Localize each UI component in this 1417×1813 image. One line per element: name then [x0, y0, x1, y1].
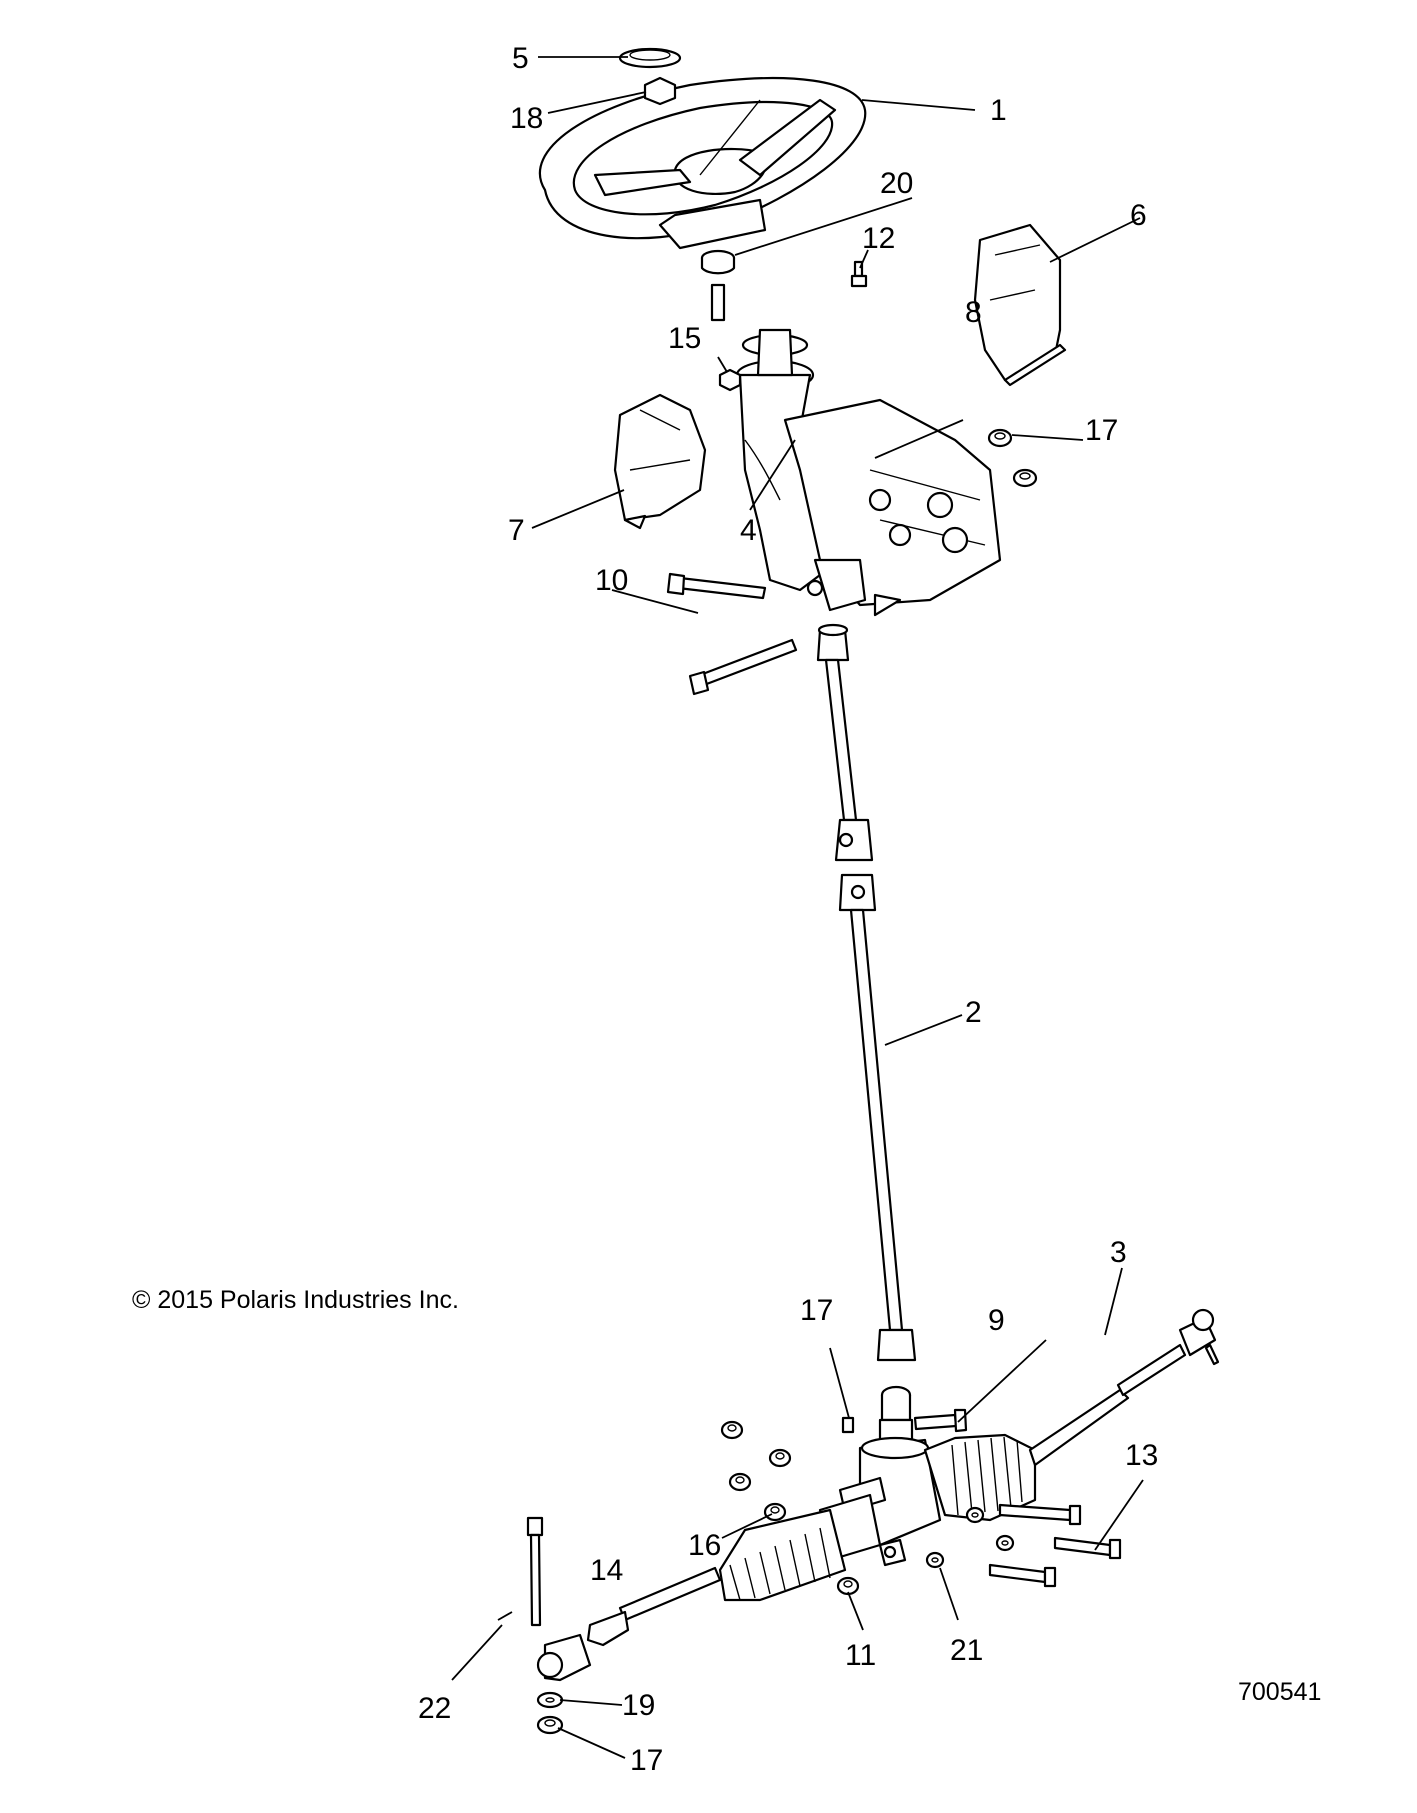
callout-17-upper: 17 [1085, 414, 1118, 447]
steering-wheel [538, 77, 867, 250]
callout-9: 9 [988, 1304, 1005, 1337]
washer-20 [536, 1691, 564, 1709]
callout-3: 3 [1110, 1236, 1127, 1269]
callout-5: 5 [512, 42, 529, 75]
callout-6: 6 [1130, 199, 1147, 232]
callout-4: 4 [740, 514, 757, 547]
bolts-13 [988, 1503, 1122, 1588]
steering-rack [536, 1308, 1220, 1682]
callout-16: 16 [688, 1529, 721, 1562]
callout-18: 17 [800, 1294, 833, 1327]
column-bushing [700, 249, 736, 275]
callout-12: 12 [862, 222, 895, 255]
steering-column [710, 283, 1002, 617]
bolt-9 [913, 1408, 968, 1433]
bolt-12 [850, 260, 868, 288]
tie-rod-bolt [526, 1516, 544, 1627]
leader-lines [451, 56, 1144, 1759]
callout-7: 7 [508, 514, 525, 547]
callout-23: 22 [418, 1692, 451, 1725]
cotter-pin-23 [497, 1611, 513, 1621]
callout-19: 18 [510, 102, 543, 135]
mounting-nuts-16 [720, 1420, 792, 1522]
nut-17-lower [536, 1715, 564, 1735]
callout-13: 13 [1125, 1439, 1158, 1472]
callout-1: 1 [990, 94, 1007, 127]
callout-17-lower: 17 [630, 1744, 663, 1777]
column-cover-right [973, 223, 1067, 387]
nut-17-upper [987, 428, 1038, 488]
wheel-nut [643, 76, 677, 106]
callout-20: 19 [622, 1689, 655, 1722]
callout-22: 21 [950, 1634, 983, 1667]
callout-11: 11 [845, 1639, 876, 1672]
callout-labels: 5 18 1 20 6 12 15 8 17 7 4 10 2 © 2015 P… [132, 42, 1321, 1777]
callout-10: 10 [595, 564, 628, 597]
callout-15: 15 [668, 322, 701, 355]
washers-22 [925, 1506, 1015, 1569]
callout-8: 8 [965, 296, 982, 329]
copyright-text: © 2015 Polaris Industries Inc. [132, 1286, 459, 1314]
bolts-10 [666, 572, 798, 696]
center-cap [618, 47, 682, 69]
callout-2: 2 [965, 996, 982, 1029]
callout-14: 14 [590, 1554, 623, 1587]
nut-18 [841, 1416, 855, 1434]
nut-15 [718, 368, 742, 392]
callout-21: 20 [880, 167, 913, 200]
intermediate-shaft [816, 623, 917, 1447]
diagram-number: 700541 [1238, 1678, 1321, 1706]
column-cover-left [613, 393, 707, 530]
bolt-11 [836, 1576, 860, 1596]
